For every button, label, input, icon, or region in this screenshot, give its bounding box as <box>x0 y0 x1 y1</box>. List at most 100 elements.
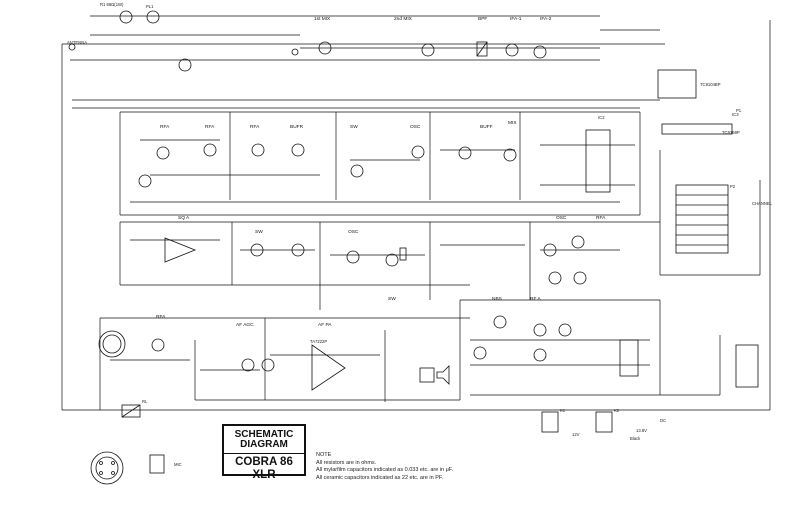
power-connector-1 <box>541 411 559 433</box>
section-label-rfa-5: RFA <box>156 314 166 320</box>
power-connector-2 <box>595 411 613 433</box>
antenna-connector <box>68 43 76 51</box>
section-label-bpf: BPF <box>478 16 487 22</box>
connector-p1 <box>661 123 733 135</box>
title-line-1: SCHEMATIC <box>234 429 294 440</box>
label-ic2: IC2 <box>598 115 605 120</box>
transistor-q13 <box>458 146 472 160</box>
section-label-rfa-2: RFA <box>205 124 215 130</box>
section-label-ifa1: IFA-1 <box>510 16 522 22</box>
text-labels: 1st MIX 2nd MIX BPF IFA-1 IFA-2 RFA RFA … <box>67 2 773 467</box>
wiring <box>61 15 771 411</box>
section-label-sw-2: SW <box>255 229 263 235</box>
section-label-sw-1: SW <box>350 124 358 130</box>
section-label-af-pa: AF PA <box>318 322 332 328</box>
transistor-q2 <box>318 41 332 55</box>
transistor-q17 <box>346 250 360 264</box>
section-label-2nd-mix: 2nd MIX <box>394 16 413 22</box>
label-ic3: IC3 <box>732 112 739 117</box>
transistor-q14 <box>503 148 517 162</box>
section-label-rfa-1: RFA <box>160 124 170 130</box>
section-label-sq-a: SQ A <box>178 215 190 221</box>
section-label-mix: MIX <box>508 120 517 126</box>
ic-pll <box>585 129 611 193</box>
transistor-q29 <box>558 323 572 337</box>
label-antenna: ANTENNA <box>67 40 87 45</box>
transistor-q21 <box>548 271 562 285</box>
label-ic5-part: TA7222P <box>310 339 327 344</box>
section-label-bufr: BUFR <box>290 124 304 130</box>
transistor-q27 <box>473 346 487 360</box>
transistor-q18 <box>385 253 399 267</box>
transistor-q4 <box>505 43 519 57</box>
transistor-q8 <box>203 143 217 157</box>
transistor-q7 <box>156 146 170 160</box>
transistor-q6 <box>138 174 152 188</box>
section-label-rfa-4: RFA <box>596 215 606 221</box>
transistor-q30 <box>533 348 547 362</box>
transistor-q19 <box>543 243 557 257</box>
label-12v: 12V <box>572 432 580 437</box>
section-label-nbs: NBS <box>492 296 502 302</box>
transistor-q12 <box>411 145 425 159</box>
transistor-q1 <box>178 58 192 72</box>
transistor-q16 <box>291 243 305 257</box>
note-line-1: All resistors are in ohms. <box>316 459 377 466</box>
components <box>68 10 759 485</box>
title-divider <box>224 453 304 454</box>
mic-connector <box>98 330 126 358</box>
label-13-8v: 13.8V <box>636 428 647 433</box>
crystal-x1 <box>399 247 407 261</box>
label-mic: MIC <box>174 462 182 467</box>
channel-switch <box>735 344 759 388</box>
label-k2: K2 <box>614 408 620 413</box>
channel-connector <box>675 184 729 254</box>
note-line-2: All mylarfilm capacitors indicated as 0.… <box>316 467 454 474</box>
title-line-2: DIAGRAM <box>240 439 288 450</box>
label-p2: P2 <box>730 184 736 189</box>
transistor-q26 <box>493 315 507 329</box>
section-label-af-agc: AF AGC <box>236 322 254 328</box>
model-name: COBRA 86 XLR <box>235 456 293 481</box>
bpf-filter <box>476 41 488 57</box>
label-ic2-part: TC9104BP <box>700 82 721 87</box>
section-label-1st-mix: 1st MIX <box>314 16 331 22</box>
section-label-sw-3: SW <box>388 296 396 302</box>
title-block: SCHEMATIC DIAGRAM COBRA 86 XLR <box>222 424 306 481</box>
label-relay: RL <box>142 399 148 404</box>
section-label-osc-1: OSC <box>410 124 421 130</box>
section-label-rfa-3: RFA <box>250 124 260 130</box>
coil-l2 <box>146 10 160 24</box>
transistor-q9 <box>251 143 265 157</box>
connector-top-right <box>657 69 697 99</box>
transistor-q11 <box>350 164 364 178</box>
coil-l1 <box>119 10 133 24</box>
transistor-q24 <box>241 358 255 372</box>
transistor-q3 <box>421 43 435 57</box>
label-r1: R1 68Ω(1W) <box>100 2 124 7</box>
relay-rl1 <box>121 404 141 418</box>
coil-l3 <box>291 48 299 56</box>
modulation-transformer <box>619 339 639 377</box>
ext-mic-jack <box>90 451 124 485</box>
label-p1: P1 <box>736 108 742 113</box>
label-pl1: PL1 <box>146 4 154 9</box>
transistor-q23 <box>151 338 165 352</box>
section-label-osc-3: OSC <box>556 215 567 221</box>
transistor-q20 <box>571 235 585 249</box>
label-black: Black <box>630 436 641 441</box>
transistor-q15 <box>250 243 264 257</box>
opamp-squelch <box>164 237 197 263</box>
transistor-q25 <box>261 358 275 372</box>
transistor-q10 <box>291 143 305 157</box>
label-dc: DC <box>660 418 666 423</box>
label-k1: K1 <box>560 408 566 413</box>
ext-speaker-jack <box>149 454 165 474</box>
section-label-buff: BUFF <box>480 124 493 130</box>
note-line-3: All ceramic capacitors indicated as 22 e… <box>316 474 444 481</box>
section-label-osc-2: OSC <box>348 229 359 235</box>
label-ic3-part: TC9169P <box>722 130 740 135</box>
section-label-rf-a: RF A <box>530 296 541 302</box>
speaker <box>436 365 450 385</box>
